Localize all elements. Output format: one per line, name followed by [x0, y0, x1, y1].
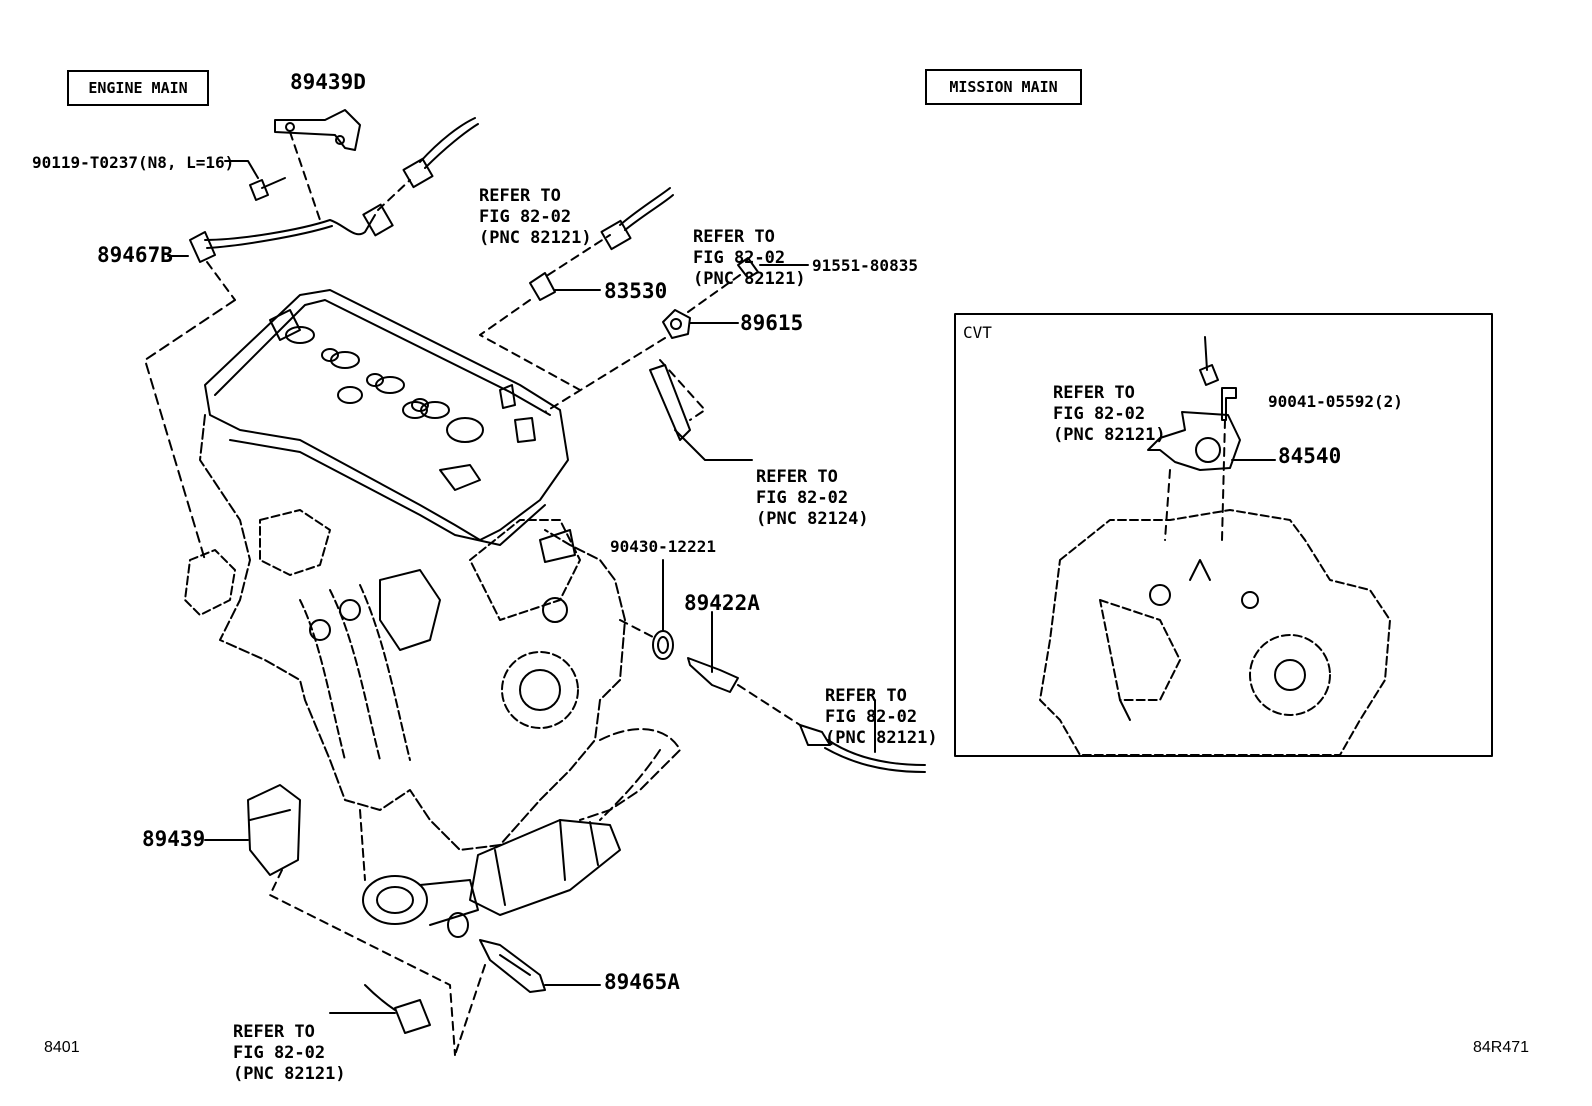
- engine-block-drawing: [184, 289, 626, 851]
- cvt-panel-title: CVT: [963, 323, 992, 342]
- cvt-panel-frame: [954, 313, 1493, 757]
- bolt-90119-drawing: [224, 160, 286, 201]
- cvt-transmission-drawing: [1039, 336, 1391, 756]
- sensor-89467B-drawing: [144, 179, 411, 561]
- part-83530-label[interactable]: 83530: [604, 279, 668, 303]
- bracket-89439D-drawing: [274, 109, 361, 221]
- part-89439-label[interactable]: 89439: [142, 827, 206, 851]
- part-90119-label[interactable]: 90119-T0237(N8, L=16): [32, 153, 235, 172]
- exhaust-converter-drawing: [359, 728, 681, 938]
- switch-83530-drawing: [479, 187, 674, 391]
- part-89422A-label[interactable]: 89422A: [684, 591, 760, 615]
- part-89467B-label[interactable]: 89467B: [97, 243, 173, 267]
- part-90430-label[interactable]: 90430-12221: [610, 537, 716, 556]
- part-89465A-label[interactable]: 89465A: [604, 970, 680, 994]
- part-91551-label[interactable]: 91551-80835: [812, 256, 918, 275]
- footer-right-code: 84R471: [1473, 1039, 1530, 1056]
- shield-89439-drawing: [204, 784, 456, 1056]
- sensor-89615-drawing: [544, 257, 809, 461]
- sensor-89422A-drawing: [619, 559, 926, 773]
- part-84540-label[interactable]: 84540: [1278, 444, 1342, 468]
- sensor-89465A-drawing: [329, 939, 601, 1056]
- engine-main-header: ENGINE MAIN: [67, 70, 209, 106]
- mission-main-header: MISSION MAIN: [925, 69, 1082, 105]
- connector-top-drawing: [402, 117, 479, 189]
- part-89439D-label[interactable]: 89439D: [290, 70, 366, 94]
- part-90041-label[interactable]: 90041-05592(2): [1268, 392, 1403, 411]
- part-89615-label[interactable]: 89615: [740, 311, 804, 335]
- footer-left-code: 8401: [44, 1039, 80, 1056]
